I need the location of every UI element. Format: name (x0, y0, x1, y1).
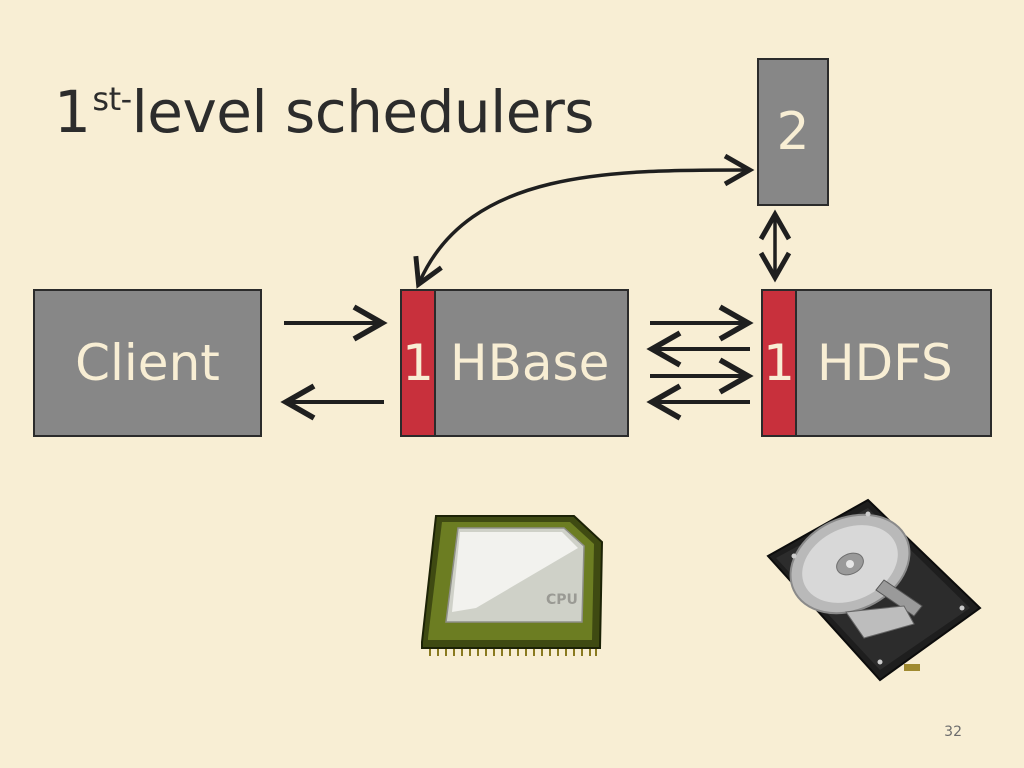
arrow-hbase-second-level-curve (413, 153, 755, 289)
hard-disk-icon (764, 494, 984, 698)
hbase-label: HBase (450, 334, 610, 392)
hdfs-first-level-tag: 1 (763, 291, 797, 435)
second-level-scheduler-label: 2 (776, 102, 810, 162)
hdfs-box: 1 HDFS (761, 289, 992, 437)
title-superscript: st- (92, 80, 132, 118)
title-suffix: level schedulers (131, 78, 595, 146)
hbase-first-level-tag: 1 (402, 291, 436, 435)
slide-title: 1st-level schedulers (54, 78, 595, 146)
cpu-chip-icon: CPU (416, 512, 606, 666)
hdfs-label: HDFS (817, 334, 953, 392)
cpu-label: CPU (546, 592, 578, 608)
client-label: Client (75, 334, 220, 392)
client-box: Client (33, 289, 262, 437)
page-number: 32 (944, 724, 962, 740)
second-level-scheduler-box: 2 (757, 58, 829, 206)
hbase-box: 1 HBase (400, 289, 629, 437)
title-prefix: 1 (54, 78, 91, 146)
